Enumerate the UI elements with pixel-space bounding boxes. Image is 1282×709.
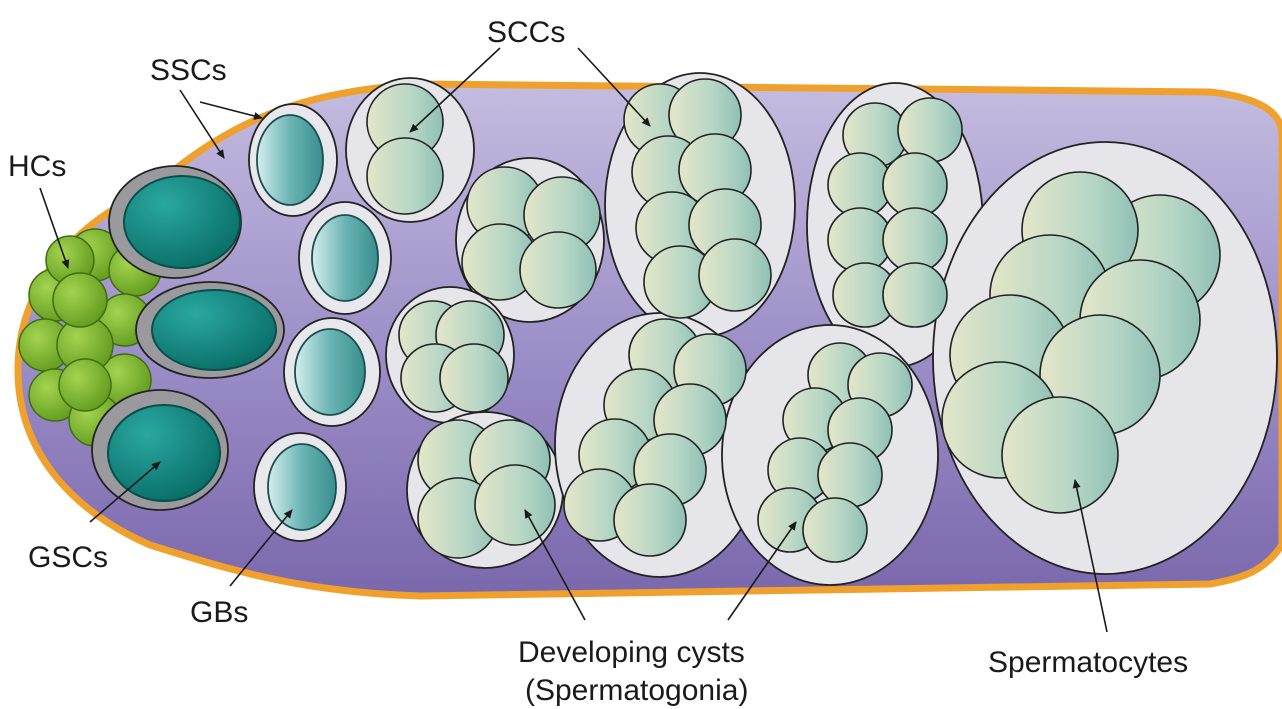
label-spermatocytes: Spermatocytes: [988, 646, 1188, 679]
label-spermatogonia: (Spermatogonia): [525, 674, 748, 707]
label-gbs: GBs: [190, 596, 248, 629]
label-sccs: SCCs: [487, 16, 565, 49]
label-sscs: SSCs: [150, 54, 227, 87]
label-developing-cysts: Developing cysts: [518, 636, 745, 669]
label-gscs: GSCs: [28, 541, 108, 574]
label-hcs: HCs: [8, 150, 66, 183]
